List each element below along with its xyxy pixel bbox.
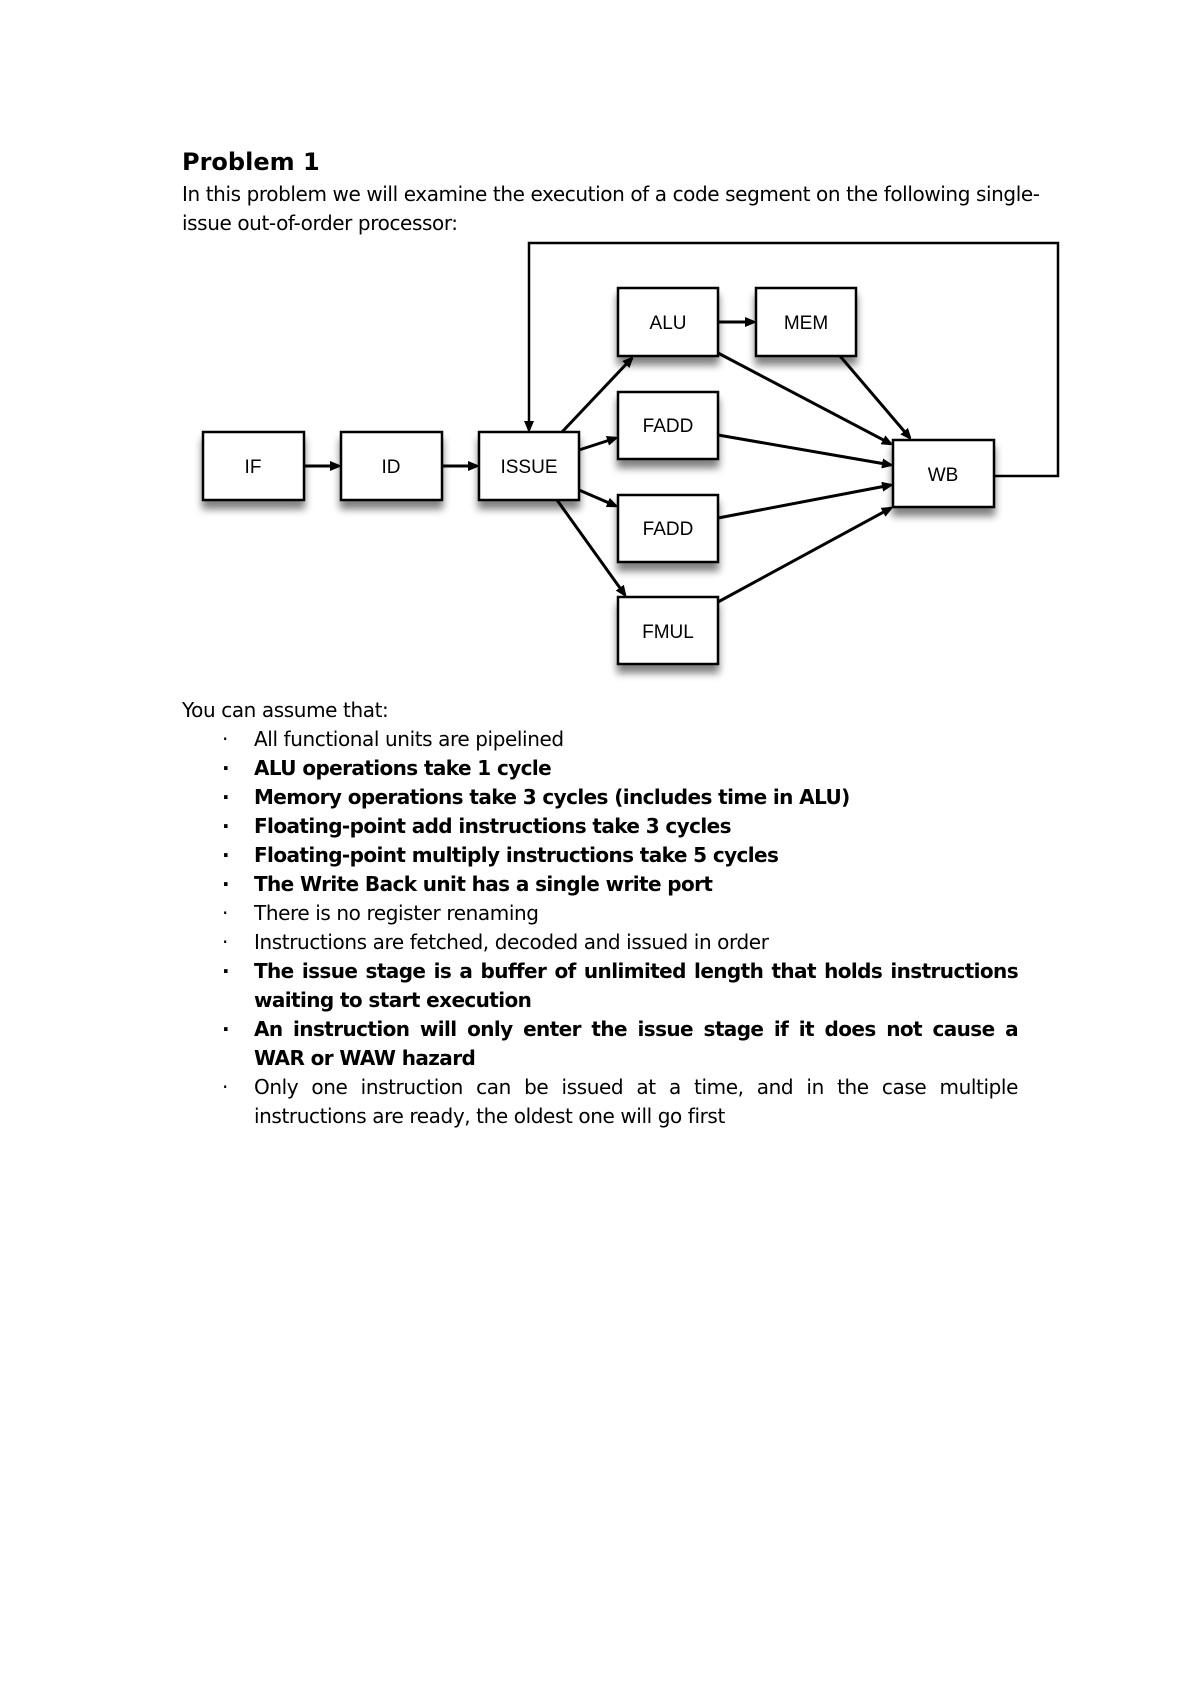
assumption-item: · There is no register renaming: [222, 899, 1018, 928]
assumption-text: Only one instruction can be issued at a …: [254, 1075, 1018, 1128]
arrows: [304, 322, 910, 604]
assumption-item: · ALU operations take 1 cycle: [222, 754, 1018, 783]
assumption-text: All functional units are pipelined: [254, 727, 564, 751]
svg-text:ALU: ALU: [650, 313, 687, 334]
arrow-fmul-wb: [717, 508, 891, 604]
stage-id: ID: [339, 430, 444, 502]
arrow-fadd2-wb: [717, 485, 891, 520]
assumption-item: · Floating-point multiply instructions ta…: [222, 841, 1018, 870]
svg-text:IF: IF: [245, 457, 262, 478]
bullet-icon: ·: [222, 1075, 228, 1099]
assumptions-list: · All functional units are pipelined · ALU …: [222, 725, 1019, 1131]
bullet-icon: ·: [222, 814, 230, 838]
stage-wb: WB: [891, 438, 996, 509]
assumption-text: The Write Back unit has a single write p…: [254, 872, 713, 896]
assumption-text: Floating-point multiply instructions tak…: [254, 843, 779, 867]
assumption-text: There is no register renaming: [254, 901, 539, 925]
pipeline-diagram: IF ID ISSUE ALU MEM FADD FADD FMUL WB: [201, 241, 1060, 666]
bullet-icon: ·: [222, 727, 228, 751]
arrow-issue-fmul: [555, 499, 625, 595]
svg-text:FADD: FADD: [643, 416, 694, 437]
bullet-icon: ·: [222, 872, 230, 896]
feedback-arrow: [529, 241, 1060, 478]
intro-paragraph: In this problem we will examine the exec…: [182, 182, 1040, 235]
assumption-item: · Only one instruction can be issued at a…: [222, 1073, 1018, 1131]
bullet-icon: ·: [222, 843, 230, 867]
svg-text:MEM: MEM: [784, 313, 828, 334]
assumption-text: The issue stage is a buffer of unlimited…: [254, 959, 1019, 1012]
svg-text:WB: WB: [928, 465, 959, 486]
assumption-text: An instruction will only enter the issue…: [254, 1017, 1019, 1070]
bullet-icon: ·: [222, 785, 230, 809]
stage-fadd-2: FADD: [616, 493, 720, 564]
stage-if: IF: [201, 430, 306, 502]
arrow-issue-fadd1: [578, 438, 616, 452]
arrow-mem-wb: [838, 355, 910, 438]
assumption-text: Memory operations take 3 cycles (include…: [254, 785, 850, 809]
assumption-item: · Floating-point add instructions take 3 …: [222, 812, 1018, 841]
svg-text:FMUL: FMUL: [642, 622, 694, 643]
stage-mem: MEM: [754, 286, 858, 358]
bullet-icon: ·: [222, 756, 230, 780]
assumption-text: Floating-point add instructions take 3 c…: [254, 814, 731, 838]
bullet-icon: ·: [222, 959, 230, 983]
assumption-item: · The Write Back unit has a single write …: [222, 870, 1018, 899]
assumption-item: · Instructions are fetched, decoded and i…: [222, 928, 1018, 957]
stage-fmul: FMUL: [616, 595, 720, 666]
arrow-issue-alu: [560, 358, 632, 434]
stage-alu: ALU: [616, 286, 720, 358]
problem-title: Problem 1: [182, 148, 320, 176]
stage-issue: ISSUE: [477, 430, 581, 502]
svg-text:ID: ID: [382, 457, 401, 478]
assumptions-heading: You can assume that:: [182, 698, 389, 722]
arrow-issue-fadd2: [578, 488, 616, 508]
arrow-fadd1-wb: [717, 433, 891, 465]
bullet-icon: ·: [222, 930, 228, 954]
svg-text:FADD: FADD: [643, 519, 694, 540]
bullet-icon: ·: [222, 1017, 230, 1041]
assumption-text: ALU operations take 1 cycle: [254, 756, 552, 780]
assumption-item: · All functional units are pipelined: [222, 725, 1018, 754]
bullet-icon: ·: [222, 901, 228, 925]
assumption-item: · The issue stage is a buffer of unlimite…: [222, 957, 1019, 1015]
stage-fadd-1: FADD: [616, 390, 720, 461]
assumption-text: Instructions are fetched, decoded and is…: [254, 930, 769, 954]
assumption-item: · Memory operations take 3 cycles (includ…: [222, 783, 1018, 812]
assumption-item: · An instruction will only enter the issu…: [222, 1015, 1019, 1073]
svg-text:ISSUE: ISSUE: [500, 457, 557, 478]
arrow-alu-wb: [717, 351, 891, 444]
